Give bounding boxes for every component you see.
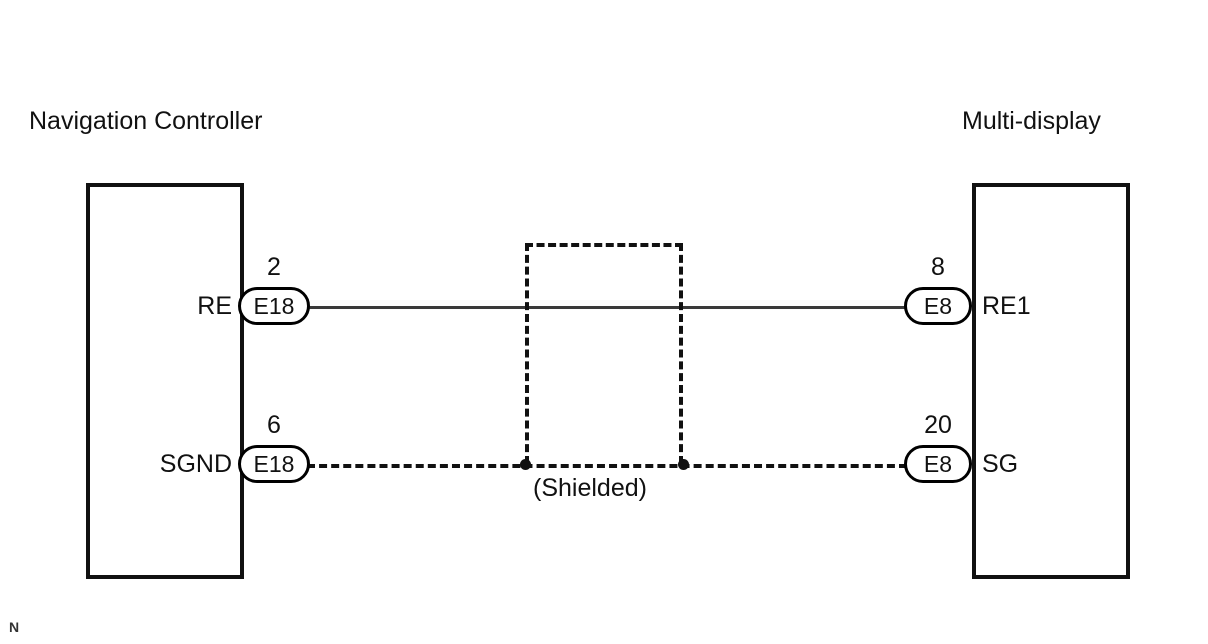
signal-label-re1: RE1 [982,292,1031,320]
navigation-controller-module-box [86,183,244,579]
signal-label-re: RE [197,292,232,320]
connector-e8-re1[interactable]: E8 [904,287,972,325]
pin-number-left-re: 2 [267,253,281,281]
shielded-label: (Shielded) [533,474,647,502]
pin-number-right-re1: 8 [931,253,945,281]
signal-wire-re [307,306,907,309]
connector-e18-re[interactable]: E18 [238,287,310,325]
shield-junction-dot-left [520,459,531,470]
shield-junction-dot-right [678,459,689,470]
pin-number-left-sgnd: 6 [267,411,281,439]
shield-enclosure [525,243,683,464]
corner-mark: N [9,619,20,635]
multi-display-module-box [972,183,1130,579]
multi-display-label: Multi-display [962,107,1101,135]
navigation-controller-label: Navigation Controller [29,107,263,135]
connector-e18-sgnd[interactable]: E18 [238,445,310,483]
signal-label-sgnd: SGND [159,450,232,478]
connector-e8-sg[interactable]: E8 [904,445,972,483]
ground-wire-sgnd [307,464,907,468]
pin-number-right-sg: 20 [924,411,952,439]
signal-label-sg: SG [982,450,1019,478]
